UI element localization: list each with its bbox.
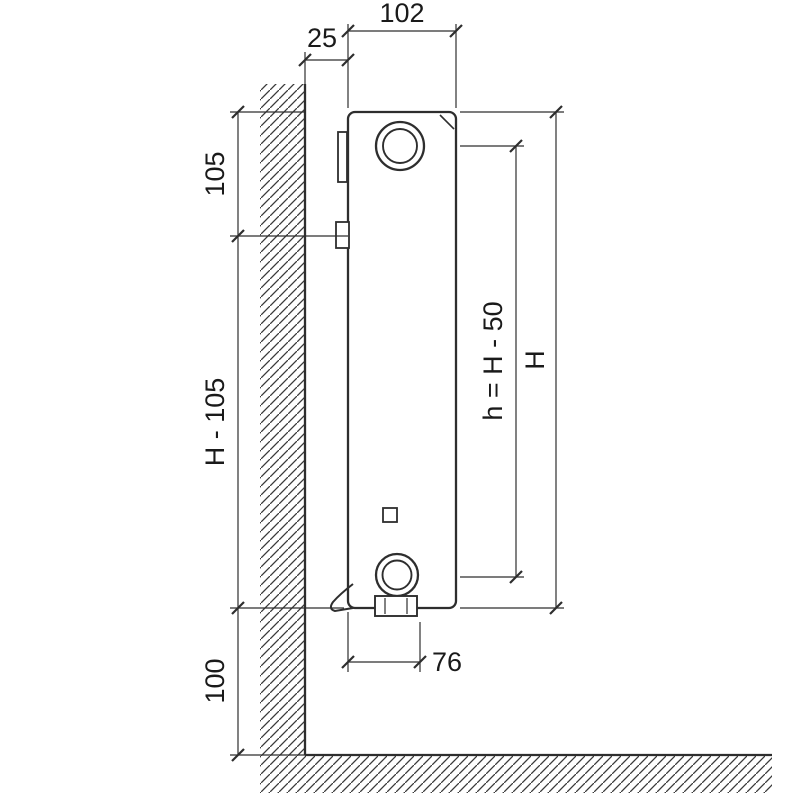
dim-76-label: 76 xyxy=(432,647,462,677)
bottom-connection-inner xyxy=(381,559,413,591)
floor-hatch xyxy=(260,755,772,793)
dim-left-chain: 105 H - 105 100 xyxy=(200,105,348,762)
dim-76: 76 xyxy=(341,612,462,677)
dim-H-label: H xyxy=(520,350,550,370)
wall-bracket-lower xyxy=(335,221,350,249)
dim-105-label: 105 xyxy=(200,151,230,196)
radiator-body xyxy=(346,110,458,610)
dim-102-label: 102 xyxy=(379,0,424,28)
radiator xyxy=(329,110,458,617)
wall xyxy=(260,84,307,755)
radiator-top-chamfer xyxy=(439,114,455,130)
dim-100-label: 100 xyxy=(200,658,230,703)
dim-total-height: H xyxy=(460,105,564,615)
top-connection-inner xyxy=(382,128,418,164)
dim-25: 25 xyxy=(298,23,355,84)
wall-hatch xyxy=(260,84,305,755)
dim-102: 102 xyxy=(341,0,463,108)
dim-25-label: 25 xyxy=(307,23,337,53)
floor xyxy=(260,753,772,793)
bottom-foot-bracket xyxy=(329,583,354,613)
dim-h-minus-105-label: H - 105 xyxy=(200,378,230,467)
dim-connection-spacing: h = H - 50 xyxy=(460,139,524,584)
thermostat-detail xyxy=(382,507,398,523)
dim-h-label: h = H - 50 xyxy=(478,301,508,420)
wall-bracket-upper xyxy=(337,131,348,183)
bottom-valve-block xyxy=(374,595,418,617)
